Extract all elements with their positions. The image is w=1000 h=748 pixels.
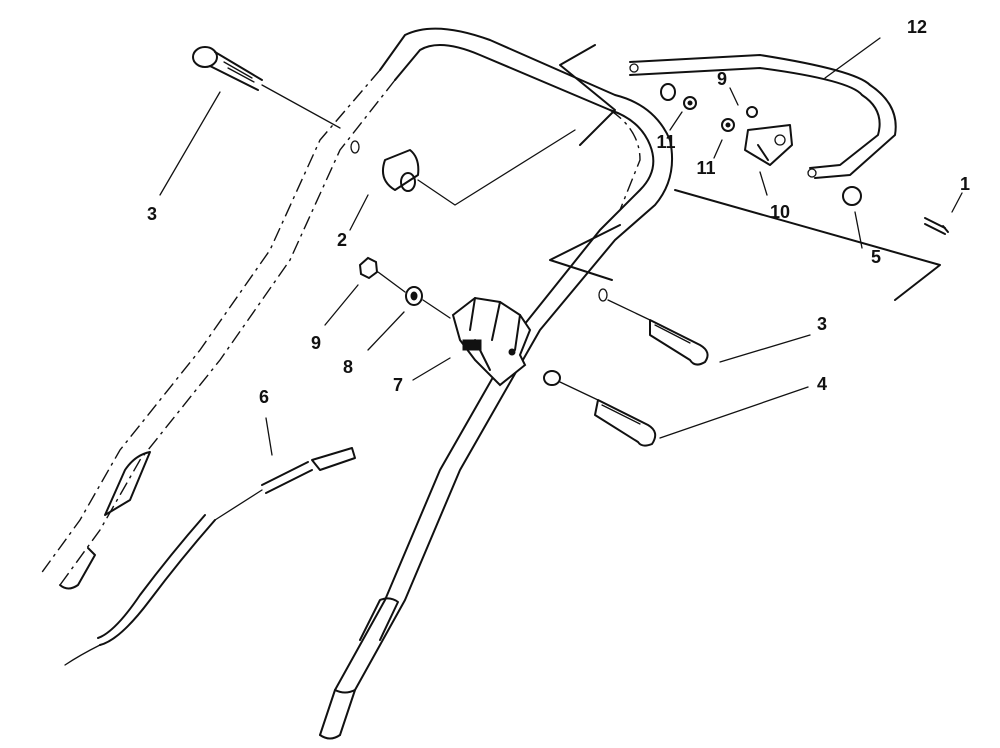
- right-bolts: [543, 288, 709, 447]
- handle-tube-front: [319, 27, 674, 740]
- callout-labels: 1 2 3 3 4 5 6 7 8 9 9 10 11 11 12: [147, 17, 970, 407]
- callout-7: 7: [393, 375, 403, 395]
- callout-10: 10: [770, 202, 790, 222]
- bracket: [744, 124, 793, 166]
- callout-1: 1: [960, 174, 970, 194]
- callout-9-left: 9: [311, 333, 321, 353]
- callout-11-left: 11: [656, 132, 675, 152]
- callout-3-right: 3: [817, 314, 827, 334]
- small-bolt: [924, 217, 949, 235]
- callout-3-upper: 3: [147, 204, 157, 224]
- handle-tube-rear: [39, 69, 641, 590]
- callout-4: 4: [817, 374, 827, 394]
- hex-nut-and-washer: [358, 256, 451, 319]
- upper-bolt-and-spacer: [192, 46, 576, 206]
- callout-12: 12: [907, 17, 927, 37]
- small-hardware: [660, 83, 862, 206]
- callout-11-right: 11: [696, 158, 715, 178]
- callout-2: 2: [337, 230, 347, 250]
- control-bar: [629, 54, 897, 179]
- callout-9-top: 9: [717, 69, 727, 89]
- center-bracket-block: [451, 296, 532, 387]
- callout-6: 6: [259, 387, 269, 407]
- control-cable: [64, 447, 356, 666]
- mounting-plate: [549, 44, 941, 301]
- callout-8: 8: [343, 357, 353, 377]
- callout-5: 5: [871, 247, 881, 267]
- leader-lines: [159, 37, 963, 456]
